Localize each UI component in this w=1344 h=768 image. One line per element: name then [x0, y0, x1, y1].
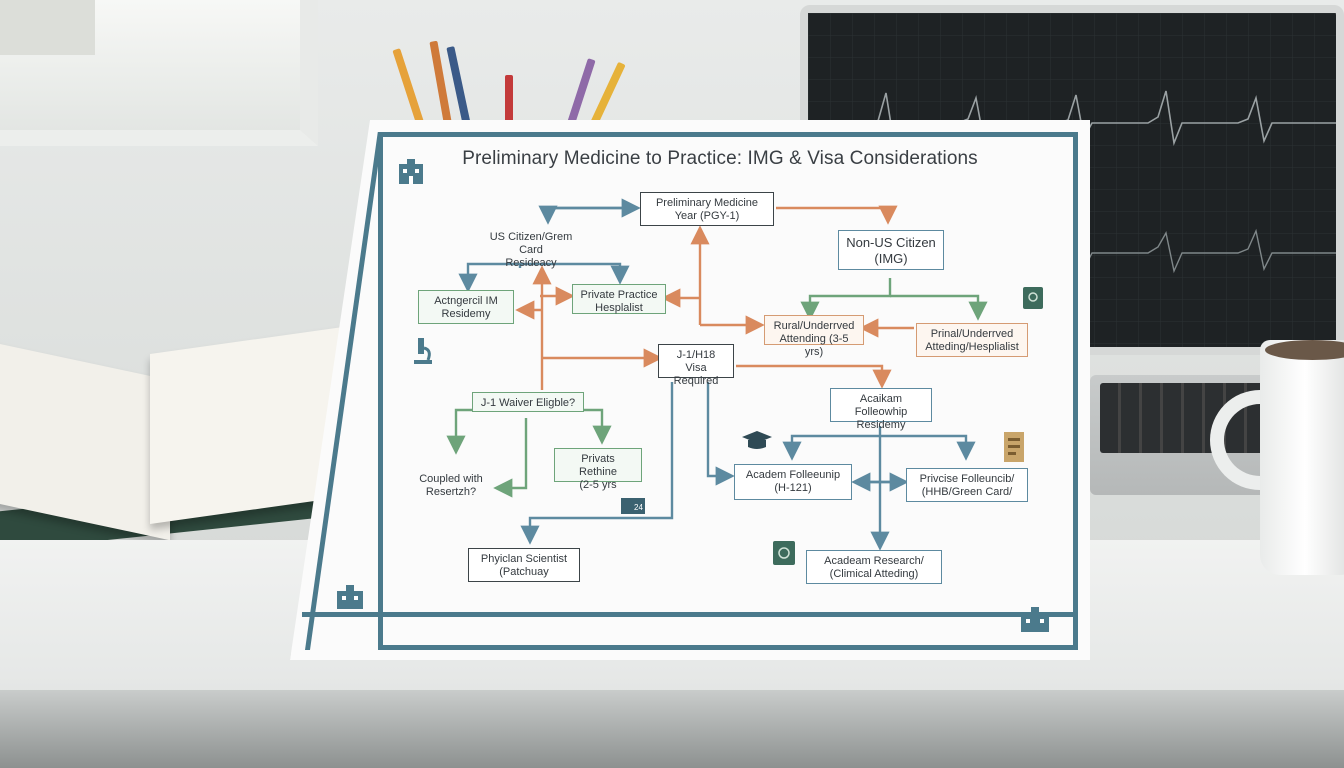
window [0, 0, 318, 146]
flowchart-poster: Preliminary Medicine to Practice: IMG & … [290, 120, 1090, 660]
node-prelim-year: Preliminary Medicine Year (PGY-1) [640, 192, 774, 226]
node-us-citizen: US Citizen/Grem Card Resideacy [489, 231, 573, 269]
card-icon: 24 [621, 498, 645, 514]
node-private-practice: Private Practice Hesplalist [572, 284, 666, 314]
open-book [0, 320, 360, 554]
hospital-icon [399, 159, 423, 184]
passport-icon [1023, 287, 1043, 309]
node-prinal-hospitalist: Prinal/Underrved Atteding/Hesplialist [916, 323, 1028, 357]
coffee-mug [1210, 340, 1344, 580]
node-coupled-research: Coupled with Resertzh? [419, 473, 483, 498]
window-pane [0, 0, 95, 55]
hospital-icon-bottom-left [337, 585, 363, 609]
graduation-cap-icon [742, 431, 772, 449]
globe-icon [773, 541, 795, 565]
node-waiver-eligible: J-1 Waiver Eligble? [472, 392, 584, 412]
poster-frame [378, 132, 1078, 650]
microscope-icon [414, 338, 432, 364]
node-private-rethine: Privats Rethine (2-5 yrs [554, 448, 642, 491]
mug-body [1260, 340, 1344, 575]
coffee [1265, 340, 1344, 360]
node-private-fellowship: Privcise Folleuncib/ (HHB/Green Card/ [906, 468, 1028, 502]
node-non-us-citizen: Non-US Citizen (IMG) [838, 230, 944, 270]
node-academ-fellowship: Academ Folleeunip (H-121) [734, 464, 852, 500]
poster-frame-bottom [302, 612, 1078, 617]
pencil-red [505, 75, 513, 135]
card-badge: 24 [634, 503, 643, 512]
desk-edge [0, 690, 1344, 768]
poster-title: Preliminary Medicine to Practice: IMG & … [462, 148, 978, 169]
document-icon [1004, 432, 1024, 462]
node-academic-im: Actngercil IM Residemy [418, 290, 514, 324]
node-physician-scientist: Phyiclan Scientist (Patchuay [468, 548, 580, 582]
node-visa-required: J-1/H18 Visa Required [658, 344, 734, 387]
pencil-cup [392, 40, 626, 147]
node-fellowship-residency: Acaikam Folleowhip Residemy [830, 388, 932, 431]
hospital-icon-bottom-right [1021, 607, 1049, 632]
node-rural-attending: Rural/Underrved Attending (3-5 yrs) [764, 315, 864, 358]
node-academ-research: Acadeam Research/ (Climical Atteding) [806, 550, 942, 584]
